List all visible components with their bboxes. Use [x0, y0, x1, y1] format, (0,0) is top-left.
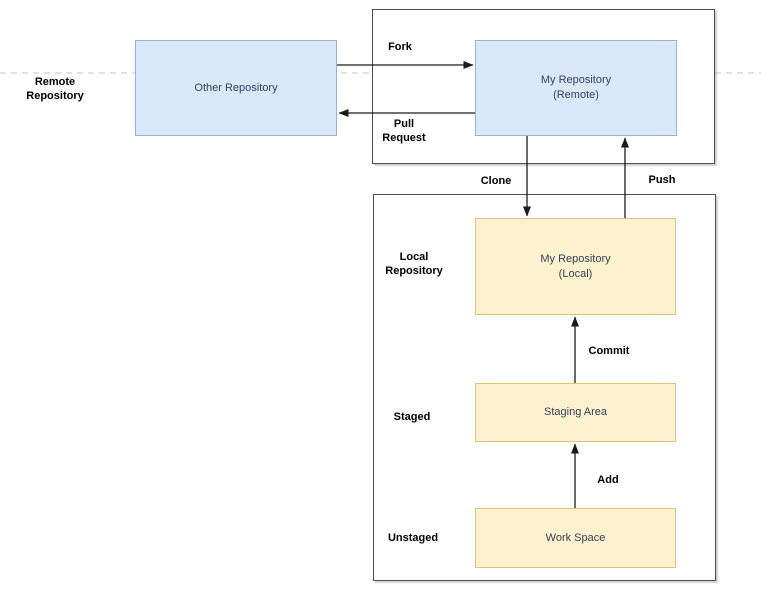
- edge-label-commit: Commit: [588, 345, 630, 357]
- edge-label-fork: Fork: [388, 41, 412, 53]
- node-my-repository-local: My Repository (Local): [475, 218, 676, 315]
- node-my-repository-remote: My Repository (Remote): [475, 40, 677, 136]
- lane-label-unstaged: Unstaged: [387, 532, 439, 544]
- node-staging-area: Staging Area: [475, 383, 676, 442]
- edge-label-add: Add: [597, 474, 619, 486]
- edge-label-push: Push: [648, 174, 676, 186]
- lane-label-remote-repository: Remote Repository: [26, 76, 84, 102]
- lane-label-staged: Staged: [393, 411, 431, 423]
- lane-label-local-repository: Local Repository: [385, 251, 443, 277]
- edge-label-pull-request: Pull Request: [382, 118, 426, 144]
- edge-label-clone: Clone: [480, 175, 512, 187]
- node-work-space: Work Space: [475, 508, 676, 568]
- node-other-repository: Other Repository: [135, 40, 337, 136]
